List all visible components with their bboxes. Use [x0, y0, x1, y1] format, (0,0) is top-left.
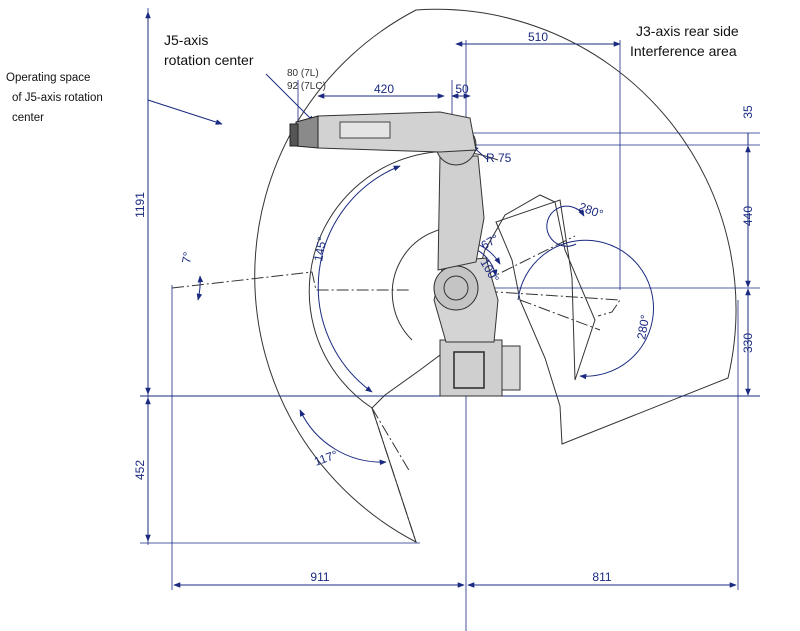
dim-440-text: 440	[741, 206, 755, 226]
left-limit-line	[171, 271, 410, 291]
robot-wrist	[295, 115, 319, 149]
variant-7lc-text: 92 (7LC)	[287, 81, 326, 92]
robot-arm	[289, 111, 521, 397]
robot-base-panel	[453, 351, 485, 389]
angle-145-text: 145°	[311, 235, 329, 262]
angle-280-bottom-text: 280°	[634, 313, 652, 340]
dim-50-text: 50	[455, 82, 469, 96]
robot-upper-arm-panel	[339, 121, 391, 139]
dim-330-text: 330	[741, 333, 755, 353]
robot-j2-joint	[433, 265, 479, 311]
arc-7	[196, 275, 204, 301]
angle-7-text: 7°	[179, 251, 195, 265]
arc-117	[299, 409, 387, 466]
j5-center-label-2: rotation center	[164, 52, 254, 68]
variant-7l-text: 80 (7L)	[287, 68, 319, 79]
j5-center-leader	[265, 73, 315, 123]
arc-280-bottom	[517, 239, 654, 380]
dim-510-text: 510	[528, 30, 548, 44]
dim-452-text: 452	[133, 460, 147, 480]
arc-280-top	[546, 205, 585, 247]
dim-1191-text: 1191	[133, 192, 147, 218]
dim-811-text: 811	[592, 570, 611, 584]
op-space-label-1: Operating space	[6, 72, 91, 84]
dim-420-text: 420	[374, 82, 394, 96]
angle-117-text: 117°	[312, 447, 339, 468]
robot-flange	[289, 123, 299, 147]
robot-lower-arm	[437, 155, 485, 271]
dim-35-text: 35	[741, 105, 755, 119]
op-space-leader	[147, 99, 223, 125]
j3-rear-label-2: Interference area	[630, 43, 737, 59]
angle-67-text: 67°	[479, 231, 502, 252]
robot-connector	[501, 345, 521, 391]
op-space-label-3: center	[12, 112, 44, 124]
op-space-label-2: of J5-axis rotation	[12, 92, 103, 104]
arc-145	[317, 165, 401, 393]
operating-space-boundary	[254, 8, 737, 544]
r75-text: R 75	[486, 151, 512, 165]
dim-911-text: 911	[310, 570, 329, 584]
j3-rear-label-1: J3-axis rear side	[636, 23, 739, 39]
angle-280-top-text: 280°	[577, 200, 605, 222]
j5-center-label-1: J5-axis	[164, 32, 209, 48]
lower-limit-line-2	[371, 407, 411, 473]
robot-j2-inner	[443, 275, 469, 301]
